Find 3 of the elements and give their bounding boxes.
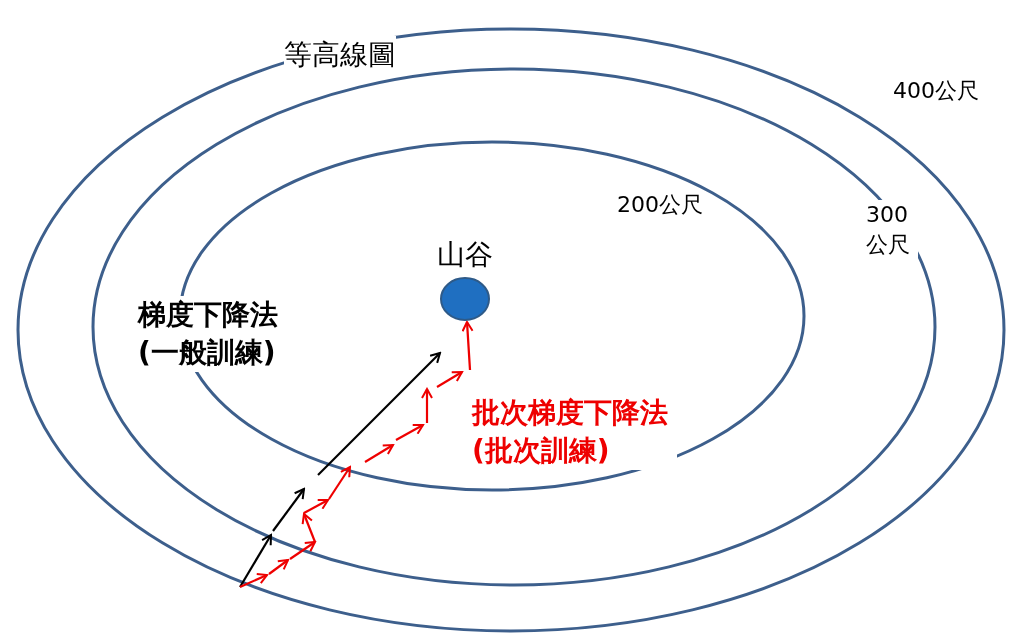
method-label: 批次梯度下降法(批次訓練) [472,394,677,470]
elevation-label: 300公尺 [866,200,918,260]
place-label: 山谷 [436,238,494,272]
